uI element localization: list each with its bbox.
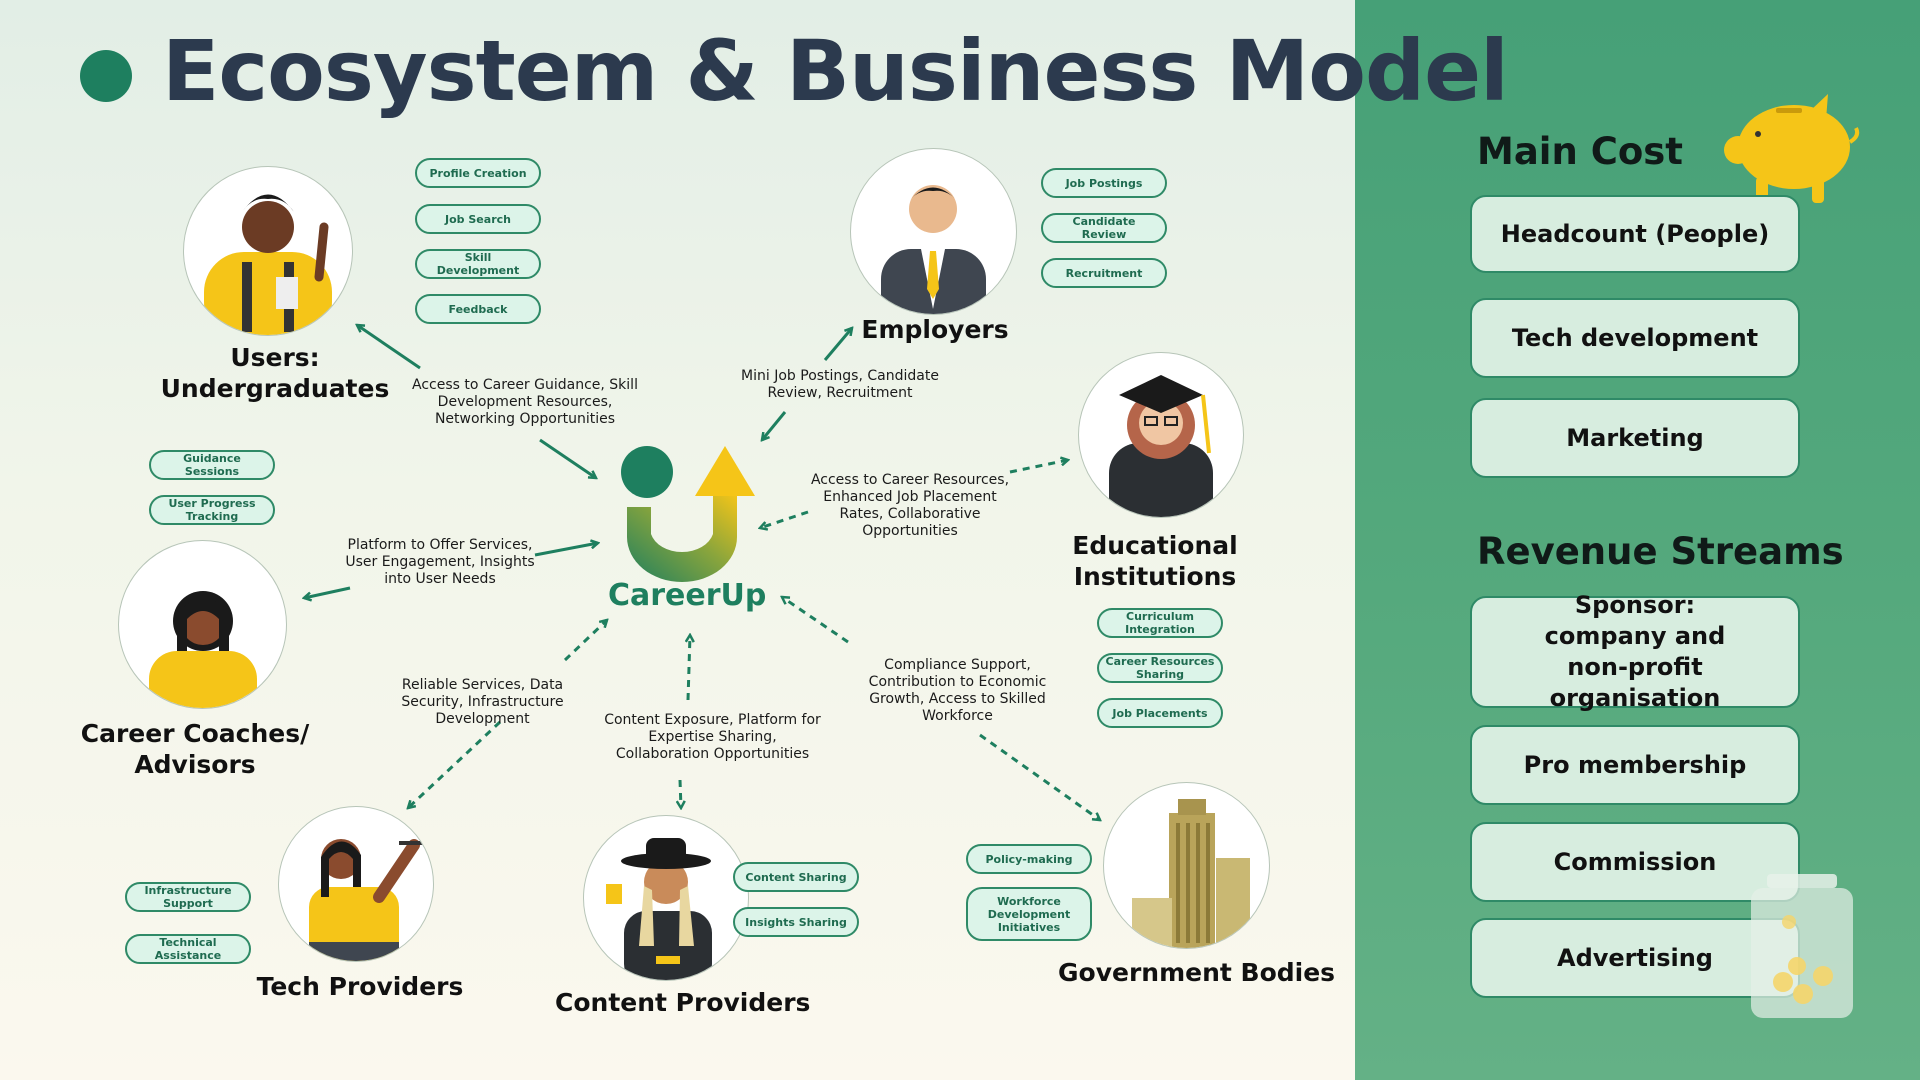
- main-cost-item: Headcount (People): [1470, 195, 1800, 273]
- arrow-to-coaches: [304, 586, 351, 598]
- coaches-flow-note: Platform to Offer Services, User Engagem…: [345, 537, 535, 587]
- education-pill: Career Resources Sharing: [1097, 653, 1223, 683]
- coaches-pill: User Progress Tracking: [149, 495, 275, 525]
- arrow-users-to-center: [539, 438, 596, 478]
- tech-flow-note: Reliable Services, Data Security, Infras…: [401, 677, 564, 727]
- tech-avatar: [278, 806, 434, 962]
- education-label: Educational Institutions: [1072, 531, 1238, 591]
- government-pill: Workforce Development Initiatives: [966, 887, 1092, 941]
- main-cost-heading: Main Cost: [1477, 130, 1683, 173]
- title-bullet: [80, 50, 132, 102]
- tech-pill: Infrastructure Support: [125, 882, 251, 912]
- arrow-gov-to-center: [782, 597, 849, 644]
- arrow-employers-to-center: [762, 411, 787, 440]
- arrow-to-content: [680, 779, 681, 808]
- revenue-item: Pro membership: [1470, 725, 1800, 805]
- users-flow-note: Access to Career Guidance, Skill Develop…: [412, 377, 638, 427]
- content-label: Content Providers: [555, 988, 811, 1017]
- arrow-to-government: [979, 733, 1100, 820]
- tech-pill: Technical Assistance: [125, 934, 251, 964]
- arrow-tech-to-center: [563, 620, 607, 662]
- employers-pill: Job Postings: [1041, 168, 1167, 198]
- government-pill: Policy-making: [966, 844, 1092, 874]
- arrow-education-to-center: [760, 510, 809, 528]
- government-label: Government Bodies: [1058, 958, 1336, 987]
- coaches-pill: Guidance Sessions: [149, 450, 275, 480]
- revenue-item: Advertising: [1470, 918, 1800, 998]
- tech-label: Tech Providers: [256, 972, 464, 1001]
- education-avatar: [1078, 352, 1244, 518]
- revenue-item: Commission: [1470, 822, 1800, 902]
- careerup-logo-icon: [621, 446, 755, 582]
- coin-jar-icon: [1751, 874, 1853, 1018]
- arrow-coaches-to-center: [534, 543, 598, 557]
- employers-label: Employers: [861, 315, 1009, 344]
- users-pill: Feedback: [415, 294, 541, 324]
- users-pill: Skill Development: [415, 249, 541, 279]
- connector-layer: [0, 0, 1355, 1080]
- government-avatar: [1103, 782, 1270, 949]
- coaches-avatar: [118, 540, 287, 709]
- arrow-to-tech: [408, 720, 502, 808]
- content-pill: Content Sharing: [733, 862, 859, 892]
- employers-avatar: [850, 148, 1017, 315]
- education-flow-note: Access to Career Resources, Enhanced Job…: [810, 472, 1010, 539]
- arrow-to-employers: [823, 328, 852, 361]
- employers-pill: Candidate Review: [1041, 213, 1167, 243]
- main-cost-item: Tech development: [1470, 298, 1800, 378]
- content-flow-note: Content Exposure, Platform for Expertise…: [604, 712, 821, 762]
- users-pill: Job Search: [415, 204, 541, 234]
- users-label: Users: Undergraduates: [160, 343, 390, 403]
- employers-pill: Recruitment: [1041, 258, 1167, 288]
- content-avatar: [583, 815, 749, 981]
- government-flow-note: Compliance Support, Contribution to Econ…: [868, 657, 1047, 724]
- users-avatar: [183, 166, 353, 336]
- education-pill: Job Placements: [1097, 698, 1223, 728]
- coaches-label: Career Coaches/ Advisors: [80, 719, 310, 779]
- arrow-to-education: [1009, 460, 1068, 474]
- arrow-content-to-center: [688, 635, 690, 701]
- page-title: Ecosystem & Business Model: [162, 22, 1509, 120]
- brand-name: CareerUp: [608, 578, 767, 613]
- users-pill: Profile Creation: [415, 158, 541, 188]
- arrow-to-users: [357, 325, 421, 370]
- education-pill: Curriculum Integration: [1097, 608, 1223, 638]
- revenue-heading: Revenue Streams: [1477, 530, 1844, 573]
- employers-flow-note: Mini Job Postings, Candidate Review, Rec…: [741, 368, 939, 401]
- revenue-item: Sponsor: company and non-profit organisa…: [1470, 591, 1800, 712]
- piggy-bank-icon: [1724, 94, 1860, 203]
- content-pill: Insights Sharing: [733, 907, 859, 937]
- main-cost-item: Marketing: [1470, 398, 1800, 478]
